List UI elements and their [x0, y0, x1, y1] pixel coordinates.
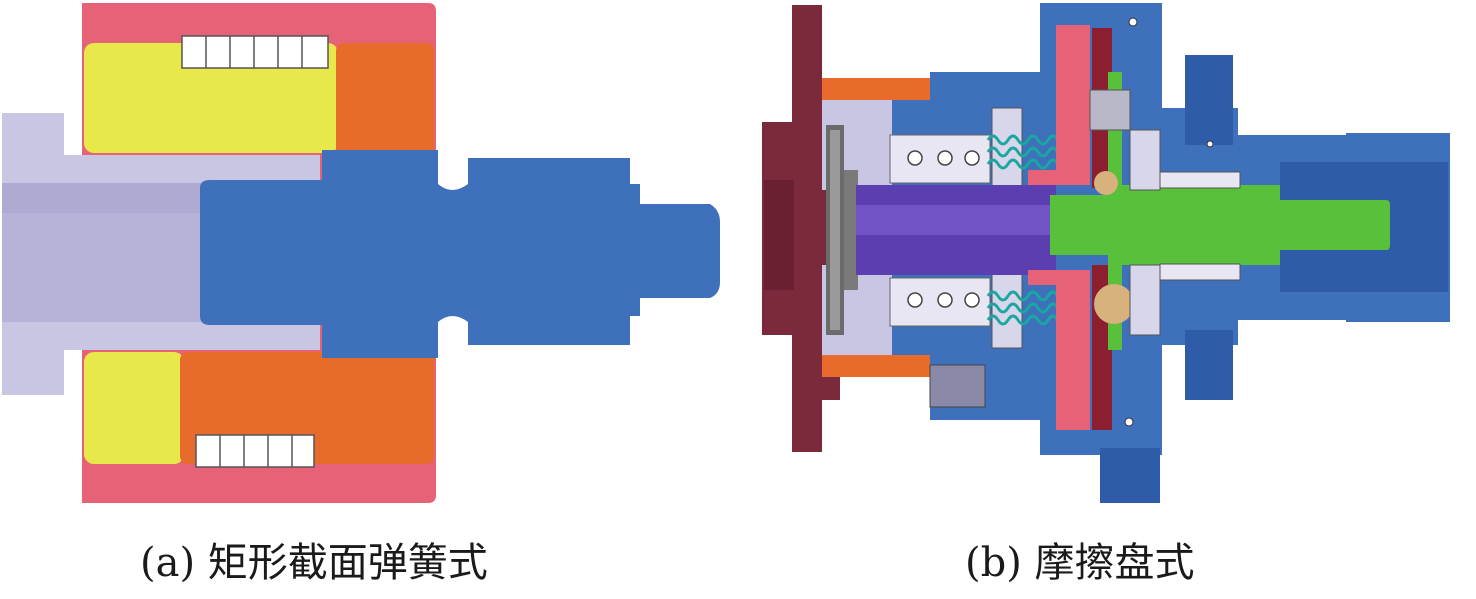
caption-b: (b) 摩擦盘式	[965, 540, 1195, 586]
output-bearing-top	[1159, 171, 1241, 189]
pink-friction-plate-bottom	[1028, 270, 1090, 430]
grey-bearing-right-top	[1129, 129, 1161, 191]
orange-ring	[822, 78, 930, 100]
pink-friction-plate-top	[1028, 25, 1090, 185]
spring-stack-top	[986, 134, 1060, 170]
blue-recess-bottom	[1185, 330, 1233, 400]
output-bearing-bottom	[1159, 263, 1241, 281]
spring-stack-bottom	[986, 290, 1060, 326]
sleeve-bore-shade	[2, 183, 202, 213]
purple-shaft-highlight	[856, 205, 1056, 235]
blue-shaft	[200, 150, 720, 358]
yellow-block-bottom	[84, 352, 184, 464]
maroon-flange-face	[764, 180, 794, 290]
screw-hole-2	[1124, 417, 1134, 427]
maroon-flange	[762, 5, 840, 452]
grey-bearing-top	[1089, 89, 1131, 131]
bolt-head	[929, 364, 986, 408]
caption-a: (a) 矩形截面弹簧式	[140, 540, 488, 586]
bearing-bottom	[889, 277, 991, 327]
grey-bearing-right-bottom	[1129, 264, 1161, 336]
orange-ring-lower	[822, 355, 930, 377]
screw-hole-3	[1206, 140, 1214, 148]
ball-top	[1094, 171, 1118, 195]
spring-coil-top	[181, 35, 329, 69]
diagram-a-spring-type	[2, 3, 720, 503]
yellow-block-top	[84, 43, 338, 153]
gear-teeth	[826, 125, 858, 335]
blue-recess-top	[1185, 55, 1233, 145]
ball-bottom	[1094, 284, 1134, 324]
green-collar-top	[1108, 72, 1122, 92]
green-output-shaft	[1050, 120, 1390, 350]
bearing-top	[889, 134, 991, 184]
blue-bottom-tab	[1100, 448, 1160, 503]
screw-hole-1	[1128, 17, 1138, 27]
spring-coil-bottom	[195, 434, 315, 468]
orange-ring-top	[336, 43, 434, 159]
diagram-b-friction-disc-type	[762, 3, 1450, 503]
